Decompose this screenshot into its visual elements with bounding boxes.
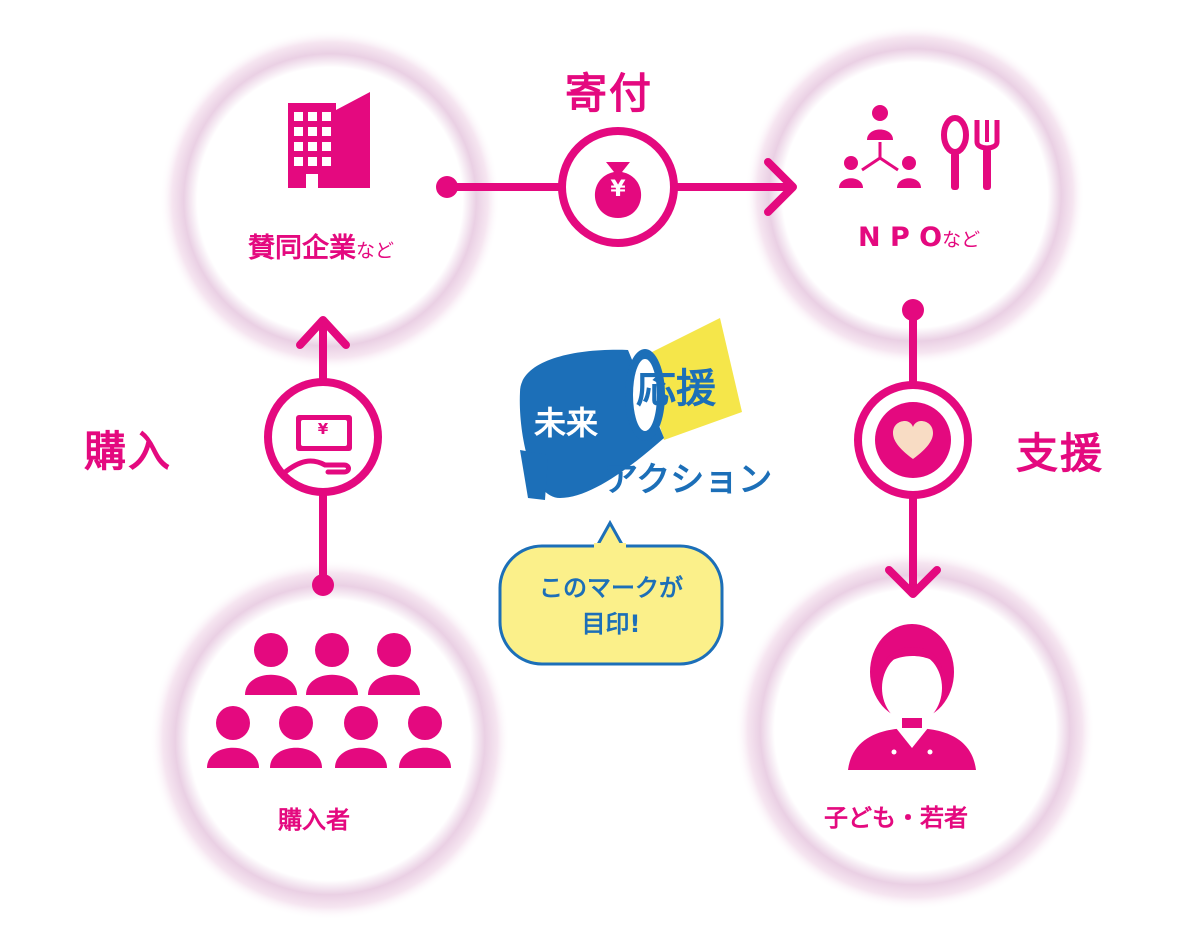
company-node-label: 賛同企業など [248,226,394,265]
callout-text: このマークが 目印! [500,570,722,642]
child-portrait-icon [838,618,988,770]
company-suffix: など [356,240,395,262]
company-node-ring [160,30,500,370]
people-group-icon [207,633,451,768]
donation-label: 寄付 [565,69,654,118]
buyers-node-label: 購入者 [278,806,350,834]
cash-in-hand-icon [281,415,352,476]
heart-icon [893,421,933,459]
logo-text-ouen: 応援 [636,366,716,412]
npo-suffix: など [942,229,981,251]
callout-line1: このマークが [539,574,683,602]
npo-network-icon [839,105,921,188]
buyers-node-ring [150,560,510,920]
logo-text-action: アクション [604,460,773,500]
company-name: 賛同企業 [248,233,356,264]
npo-name: N P O [858,222,943,253]
npo-node-ring [745,25,1085,365]
support-label: 支援 [1016,429,1105,478]
callout-line2: 目印! [581,610,641,638]
spoon-fork-icon [941,115,1000,190]
callout-bubble [498,519,724,666]
children-node-label: 子ども・若者 [824,804,968,832]
megaphone-icon [519,318,742,500]
building-icon [288,92,370,188]
yen-symbol-cash: ¥ [317,420,329,438]
logo-text-mirai: 未来 [534,404,599,442]
money-bag-icon [594,162,642,218]
npo-node-label: N P Oなど [858,222,980,253]
yen-symbol-bag: ¥ [610,177,626,202]
purchase-label: 購入 [84,427,173,476]
